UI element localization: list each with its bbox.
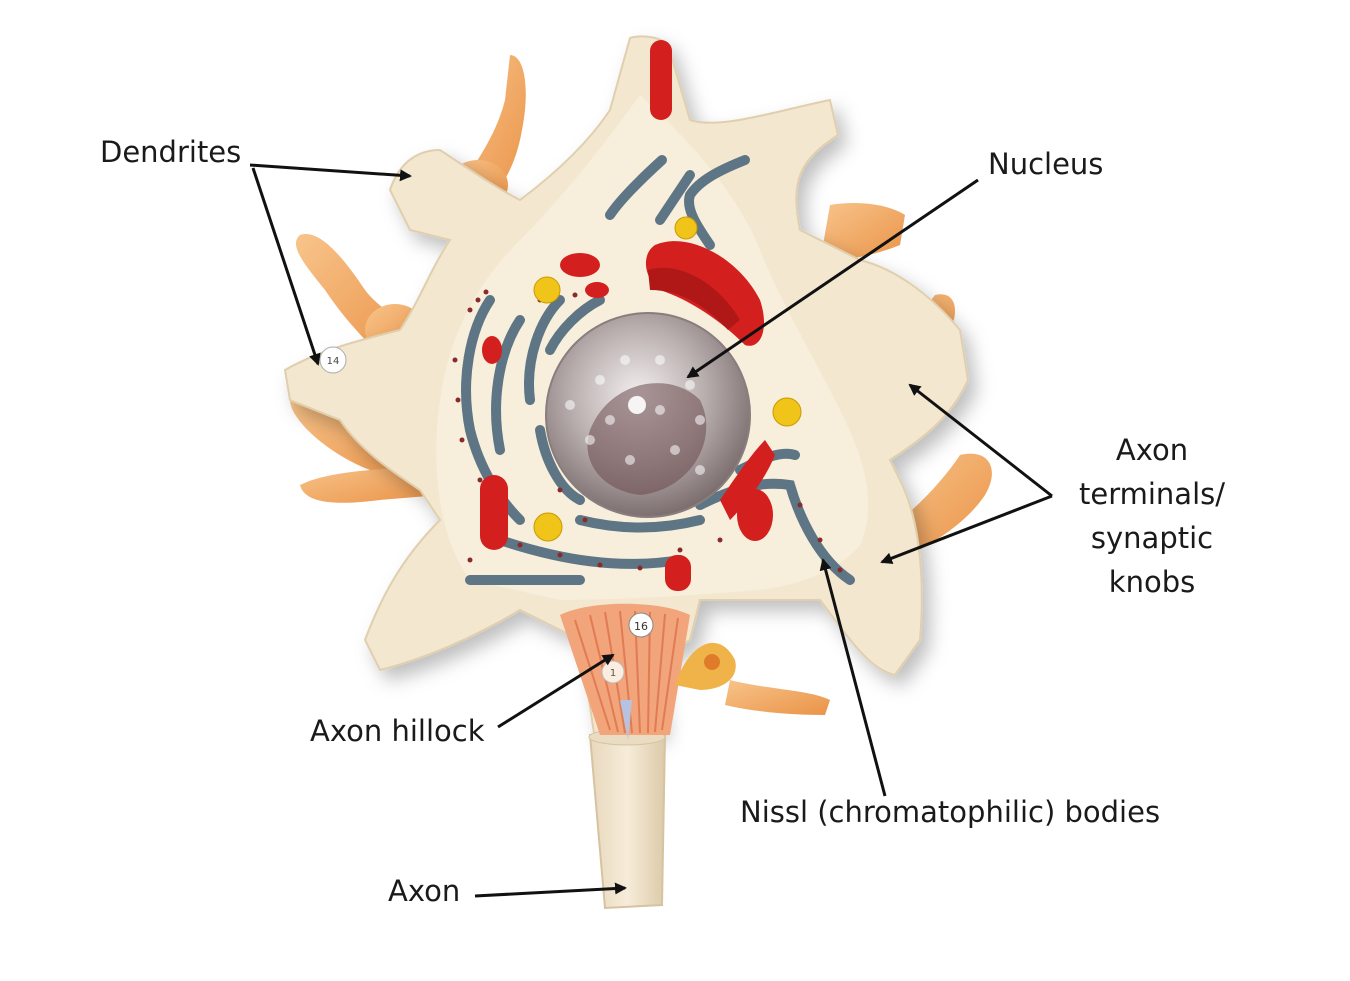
label-axon-terminals-line-3: synaptic — [1090, 521, 1214, 555]
synaptic-knob-detail — [675, 642, 736, 690]
label-axon-terminals: Axon terminals/ synaptic knobs — [1072, 428, 1232, 604]
dendrites-arrow-upper — [249, 163, 412, 182]
nucleus-arrow — [686, 178, 979, 379]
leader-arrows — [249, 163, 1053, 898]
label-nissl-bodies: Nissl (chromatophilic) bodies — [740, 795, 1161, 829]
label-dendrites: Dendrites — [100, 135, 242, 169]
dendrites-arrow-lower — [251, 167, 321, 366]
nissl-bodies-arrow — [819, 558, 887, 797]
model-tag-14-group: 14 — [319, 346, 347, 374]
axon-terminals-arrow-lower — [880, 494, 1053, 564]
label-axon-terminals-line-4: knobs — [1108, 565, 1196, 599]
label-axon: Axon — [388, 874, 461, 908]
label-axon-hillock: Axon hillock — [310, 714, 485, 748]
label-nucleus: Nucleus — [988, 147, 1104, 181]
label-axon-terminals-line-2: terminals/ — [1078, 477, 1226, 511]
nucleus-sphere — [545, 312, 751, 518]
red-organelles — [480, 40, 775, 591]
axon-hillock-arrow — [497, 653, 615, 729]
model-tag-14: 14 — [327, 356, 340, 367]
axon-arrow — [474, 882, 627, 898]
axon-terminals-arrow-upper — [908, 383, 1053, 498]
model-tag-1: 1 — [610, 668, 616, 679]
axon-shaft — [588, 728, 667, 910]
model-tag-16: 16 — [634, 620, 648, 633]
axon-hillock-structure: 16 1 — [560, 603, 690, 740]
label-axon-terminals-line-1: Axon — [1115, 433, 1189, 467]
yellow-vesicles — [533, 216, 802, 542]
